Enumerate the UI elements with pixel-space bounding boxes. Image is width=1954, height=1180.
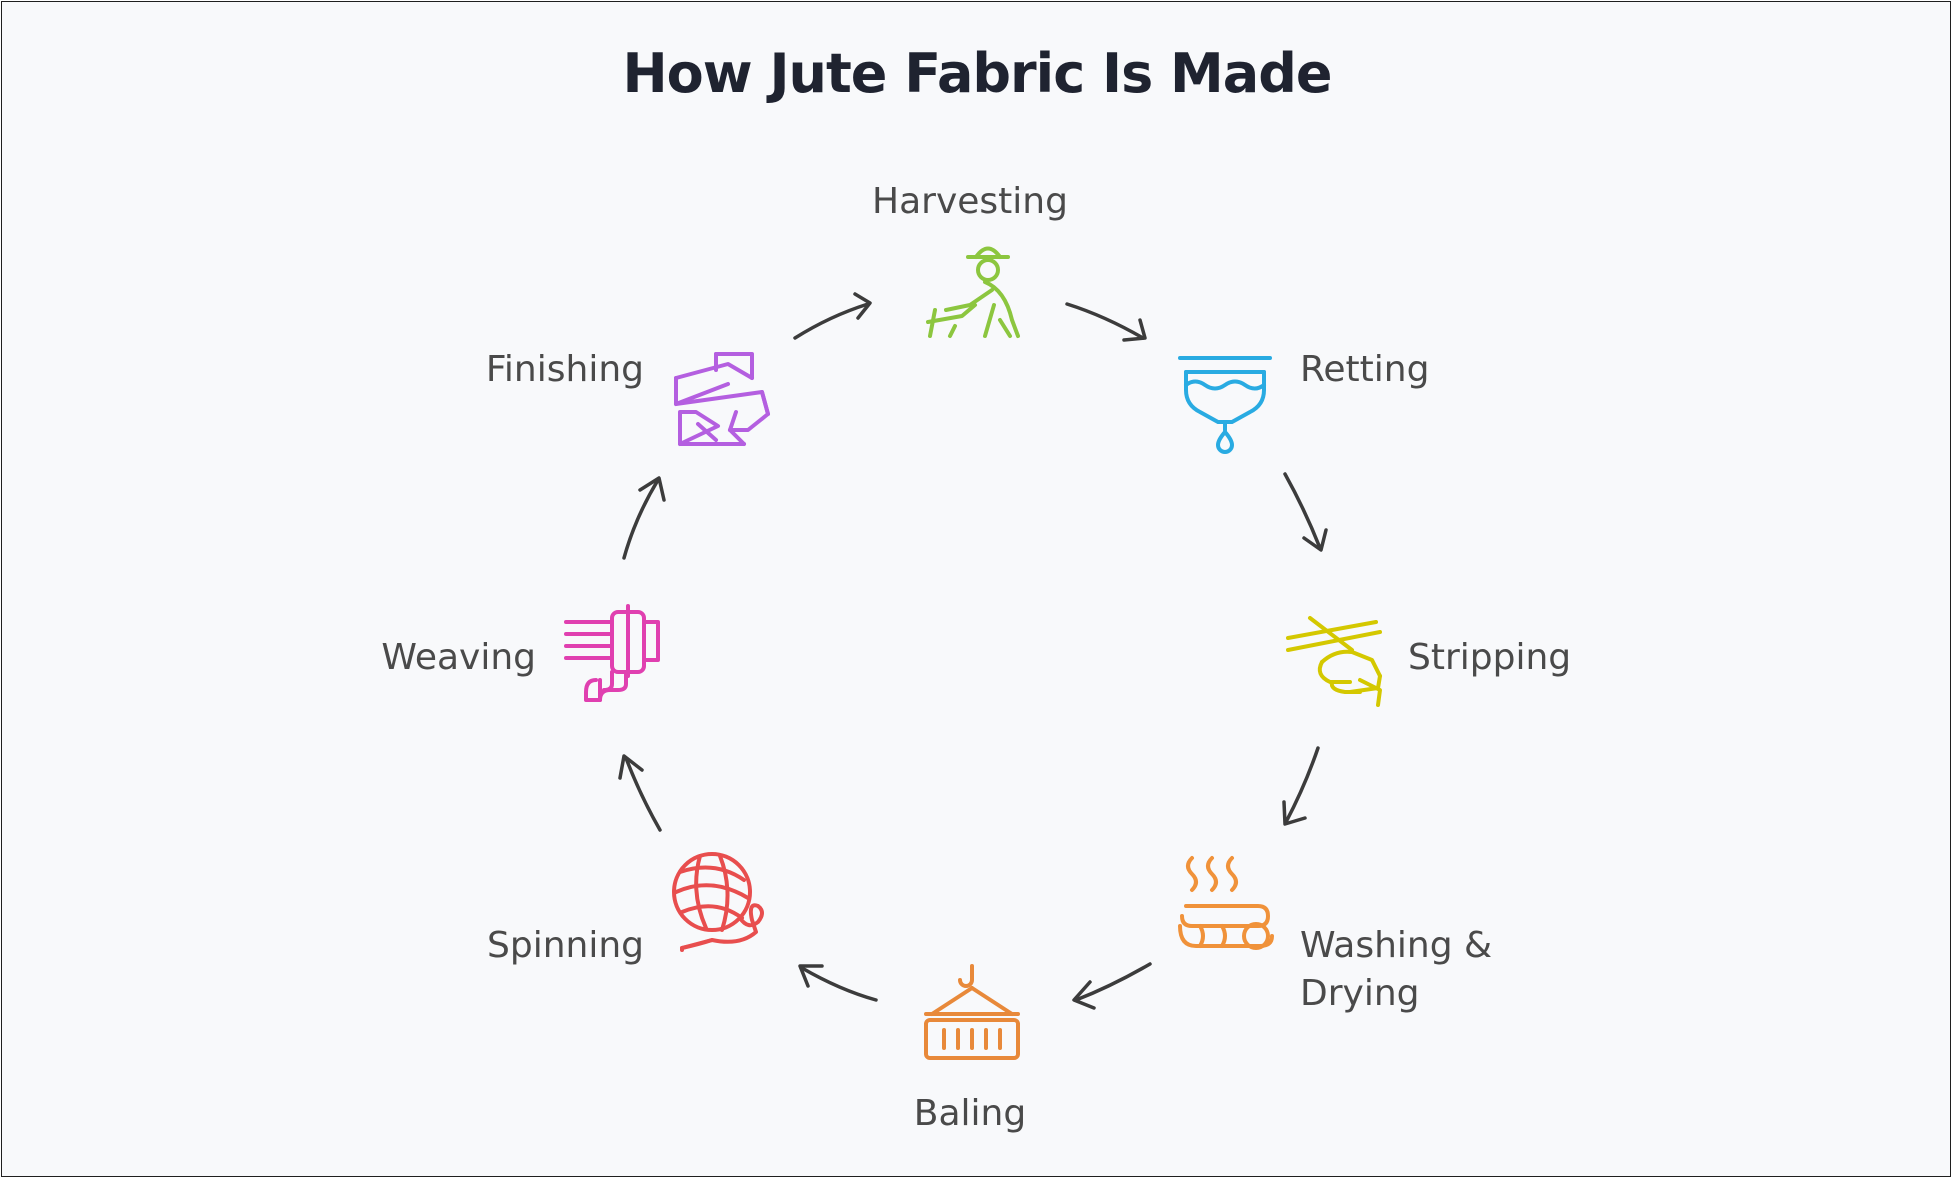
water-tank-drip-icon: [1178, 356, 1272, 454]
step-label-stripping: Stripping: [1408, 637, 1572, 678]
arrow-baling-to-spinning: [800, 966, 878, 1002]
arrowhead-icon: [1122, 318, 1147, 342]
step-label-baling: Baling: [913, 1093, 1027, 1134]
arrowhead-icon: [1282, 800, 1307, 826]
arrowhead-icon: [618, 754, 644, 780]
yarn-ball-icon: [672, 852, 764, 952]
arrowhead-icon: [798, 964, 824, 988]
arrowhead-icon: [1302, 528, 1328, 552]
arrowhead-icon: [1072, 980, 1096, 1010]
arrowhead-icon: [853, 292, 872, 320]
step-label-retting: Retting: [1300, 349, 1430, 390]
hanging-crate-icon: [924, 964, 1020, 1060]
farmer-harvesting-icon: [926, 246, 1020, 338]
step-label-washing-drying: Washing & Drying: [1300, 925, 1493, 1014]
arrow-retting-to-stripping: [1283, 472, 1322, 550]
arrow-weaving-to-finishing: [622, 478, 660, 560]
step-label-weaving: Weaving: [381, 637, 536, 678]
steaming-fiber-icon: [1178, 856, 1274, 950]
arrow-washing-to-baling: [1074, 962, 1152, 1002]
thread-spool-icon: [564, 604, 660, 702]
step-label-spinning: Spinning: [486, 925, 644, 966]
diagram-title: How Jute Fabric Is Made: [622, 42, 1332, 105]
step-label-finishing: Finishing: [485, 349, 644, 390]
arrow-harvesting-to-retting: [1065, 302, 1145, 340]
fabric-roll-icon: [674, 352, 770, 446]
step-label-harvesting: Harvesting: [872, 181, 1068, 222]
arrow-stripping-to-washing: [1284, 746, 1320, 824]
arrowhead-icon: [638, 476, 666, 502]
arrow-finishing-to-harvesting: [793, 302, 870, 340]
hand-stripping-fiber-icon: [1286, 616, 1382, 707]
arrow-spinning-to-weaving: [624, 756, 662, 832]
